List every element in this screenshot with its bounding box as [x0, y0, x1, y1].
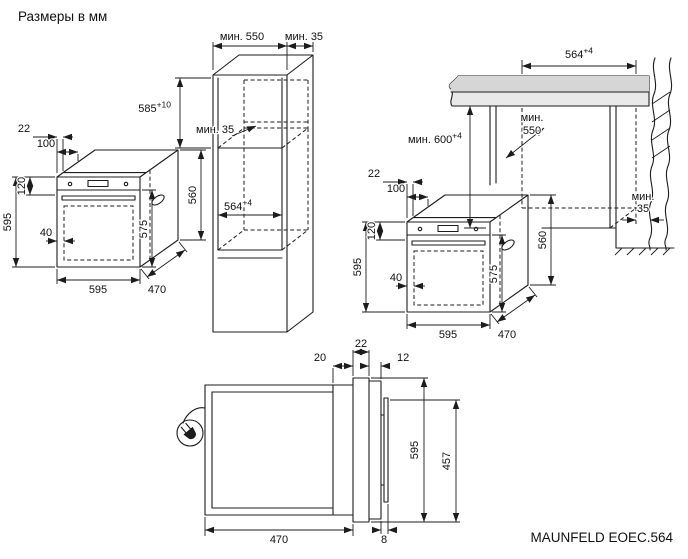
dim-oven-panel-height: 120	[366, 222, 378, 240]
oven-knob	[473, 226, 479, 232]
floor-hatch	[614, 247, 671, 256]
dim-oven-panel-height: 120	[16, 177, 28, 195]
dim-uc-rear-gap-line1: мин.	[632, 191, 655, 203]
dim-column-vent-gap: мин. 35	[196, 124, 234, 136]
oven-extension-lines	[362, 184, 556, 329]
topview-outline	[204, 377, 389, 523]
wall-break-right-edge	[664, 57, 673, 251]
oven-extension-lines	[12, 139, 206, 284]
dim-oven-width: 595	[89, 284, 107, 296]
column-cabinet-drawing: мин. 550 мин. 35 585+10 мин. 35 564+4	[137, 30, 324, 333]
dim-oven-base-depth: 470	[148, 284, 166, 296]
dim-column-rear-gap: мин. 35	[285, 31, 323, 43]
dim-uc-niche-width: 564+4	[565, 46, 593, 62]
oven-side-slot	[501, 239, 515, 251]
dim-column-depth-min: мин. 550	[220, 31, 264, 43]
dim-topview-width: 595	[409, 441, 421, 459]
dim-topview-handle-gap: 8	[381, 534, 387, 546]
dim-oven-base-depth: 470	[498, 329, 516, 341]
oven-side-slot	[151, 194, 165, 206]
dim-column-niche-height: 585+10	[138, 100, 171, 116]
oven-knob	[123, 181, 129, 187]
niche-panels	[489, 105, 675, 249]
dim-oven-door-inset: 40	[390, 272, 402, 284]
oven-hidden-lines	[63, 170, 151, 261]
cabinet-outline	[212, 54, 314, 333]
dim-oven-top-clearance: 22	[368, 168, 380, 180]
oven-knob	[67, 181, 73, 187]
dim-oven-panel-depth: 100	[37, 138, 55, 150]
dim-oven-door-inset: 40	[40, 227, 52, 239]
undercounter-drawing: 564+4 мин. 600+4 мин. 550 мин. 35	[407, 44, 675, 256]
page-title: Размеры в мм	[18, 9, 107, 24]
dim-topview-frame-depth: 22	[355, 338, 367, 350]
dim-oven-depth: 560	[537, 231, 549, 249]
dim-oven-door-height: 575	[488, 265, 500, 283]
dim-oven-width: 595	[439, 329, 457, 341]
oven-outline	[406, 194, 529, 313]
dim-uc-depth-line1: мин.	[521, 112, 544, 124]
dim-oven-height: 595	[2, 213, 14, 231]
plug-icon	[176, 419, 204, 447]
dim-topview-inner-width: 457	[441, 452, 453, 470]
power-cable	[182, 407, 206, 424]
plug-glyph	[180, 422, 196, 440]
dim-topview-front-clearance: 20	[314, 352, 326, 364]
dim-topview-depth: 470	[270, 534, 288, 546]
niche-hidden-lines	[521, 108, 637, 229]
dim-oven-top-clearance: 22	[18, 123, 30, 135]
oven-hidden-lines	[413, 215, 501, 306]
cabinet-hidden-lines	[217, 79, 309, 251]
dim-oven-height: 595	[352, 258, 364, 276]
dim-uc-niche-height: мин. 600+4	[408, 131, 462, 147]
dim-oven-depth: 560	[187, 186, 199, 204]
oven-isometric-right: 22 100 120 595 40 575 595 470 560	[351, 167, 556, 342]
dim-oven-door-height: 575	[138, 220, 150, 238]
wall-break-left-edge	[648, 57, 657, 251]
dim-uc-rear-gap-line2: 35	[637, 203, 649, 215]
oven-outline	[56, 149, 179, 268]
dim-topview-door-thickness: 12	[397, 352, 409, 364]
worktop-top-face	[449, 76, 649, 92]
dim-column-niche-width: 564+4	[224, 198, 252, 214]
top-view-drawing: 20 22 12 595 457 470 8	[176, 337, 460, 547]
oven-isometric-left: 22 100 120 595 40 575 595 470 560	[1, 122, 206, 297]
dim-oven-panel-depth: 100	[387, 183, 405, 195]
dim-uc-depth-line2: 550	[523, 125, 541, 137]
cabinet-extension-lines	[175, 42, 314, 149]
wall-hatch	[651, 91, 671, 159]
oven-knob	[417, 226, 423, 232]
model-label: MAUNFELD EOEC.564	[530, 530, 673, 545]
